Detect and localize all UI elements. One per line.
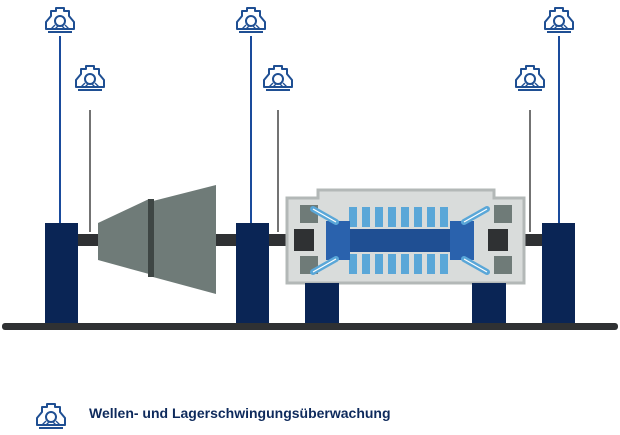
legend xyxy=(34,399,68,433)
generator-foot-right xyxy=(472,283,506,325)
generator-foot-left xyxy=(305,283,339,325)
turbine-separator xyxy=(148,199,154,277)
bearing-pedestal-2 xyxy=(236,223,269,325)
coupling xyxy=(488,229,508,251)
sensor-icon xyxy=(263,65,293,91)
generator-rotor-end xyxy=(326,221,350,260)
bearing-pedestal-3 xyxy=(542,223,575,325)
generator-stator xyxy=(349,207,448,274)
legend-label: Wellen- und Lagerschwingungsüberwachung xyxy=(89,405,391,421)
generator-rotor xyxy=(347,229,453,252)
sensor-icon xyxy=(36,403,66,429)
sensor-icon xyxy=(75,65,105,91)
generator-rotor-end xyxy=(450,221,474,260)
sensor-icon xyxy=(515,65,545,91)
turbine-stage-2 xyxy=(153,185,216,294)
sensor-icon xyxy=(236,7,266,33)
sensor-icon xyxy=(544,7,574,33)
sensor-icon xyxy=(45,7,75,33)
foundation-base xyxy=(2,323,618,330)
generator-end-block xyxy=(494,256,512,274)
turbine-stage-1 xyxy=(98,199,149,274)
bearing-pedestal-1 xyxy=(45,223,78,325)
generator-end-block xyxy=(494,205,512,223)
coupling xyxy=(294,229,314,251)
